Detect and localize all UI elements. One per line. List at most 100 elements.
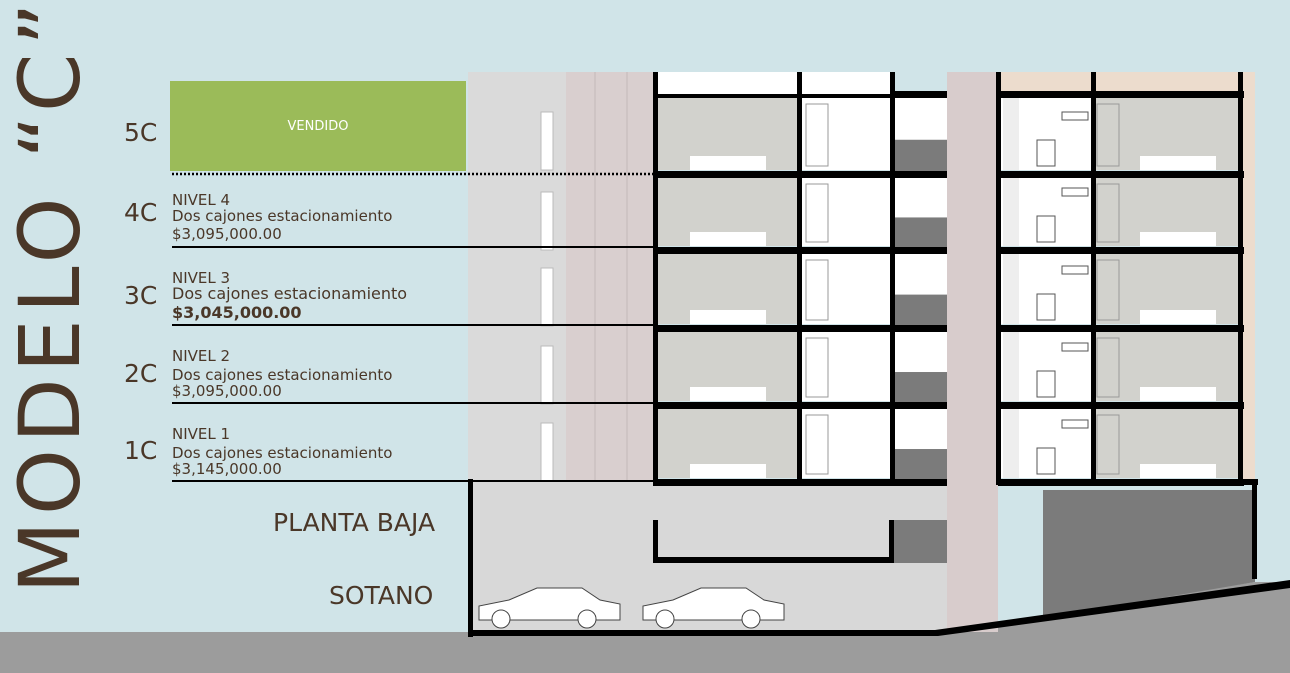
model-title: MODELO “C”: [1, 0, 99, 594]
window-icon: [540, 267, 554, 327]
door-icon: [1096, 414, 1120, 475]
sink-icon: [1061, 111, 1089, 121]
ground-floor-label: PLANTA BAJA: [273, 508, 436, 537]
door-icon: [1096, 337, 1120, 398]
ramp-wall: [1043, 490, 1255, 618]
stair-block: [894, 520, 947, 563]
bed-icon: [690, 232, 766, 246]
ramp-slab: [935, 580, 1290, 636]
unit-info-4c: NIVEL 4 Dos cajones estacionamiento $3,0…: [172, 192, 392, 242]
closet: [800, 254, 893, 324]
parking-label: Dos cajones estacionamiento: [172, 207, 393, 225]
bed-icon: [690, 387, 766, 401]
bath-tile: [1003, 254, 1019, 324]
stair-landing: [893, 372, 947, 405]
unit-code-3c: 3C: [124, 281, 158, 310]
stair-landing: [893, 139, 947, 174]
bath-tile: [1003, 332, 1019, 401]
parking-label: Dos cajones estacionamiento: [172, 366, 393, 384]
door-icon: [805, 414, 829, 475]
toilet-icon: [1036, 370, 1056, 398]
terrain: [0, 582, 1290, 640]
window-icon: [540, 345, 554, 405]
unit-code-2c: 2C: [124, 359, 158, 388]
toilet-icon: [1036, 447, 1056, 475]
column: [890, 72, 895, 482]
bath-tile: [1003, 98, 1019, 170]
facade-pink: [566, 72, 655, 482]
bed-icon: [1140, 387, 1216, 401]
wall: [889, 520, 894, 562]
wall: [468, 479, 473, 637]
column: [1091, 72, 1096, 482]
window-icon: [540, 422, 554, 482]
price-label: $3,145,000.00: [172, 460, 282, 478]
door-icon: [1096, 259, 1120, 321]
bed-icon: [1140, 232, 1216, 246]
price-label: $3,095,000.00: [172, 382, 282, 400]
parking-label: Dos cajones estacionamiento: [172, 284, 408, 303]
column: [1238, 72, 1243, 482]
price-label: $3,095,000.00: [172, 225, 282, 243]
sink-icon: [1061, 265, 1089, 275]
bed-icon: [1140, 310, 1216, 324]
door-icon: [805, 259, 829, 321]
column: [797, 72, 802, 482]
window-icon: [540, 191, 554, 251]
column: [996, 72, 1001, 484]
price-label: $3,045,000.00: [172, 303, 302, 322]
bed-icon: [690, 310, 766, 324]
roof-void: [800, 72, 893, 94]
door-icon: [1096, 183, 1120, 243]
facade-peach: [1240, 94, 1255, 482]
door-icon: [805, 183, 829, 243]
wall: [653, 520, 658, 562]
door-icon: [805, 103, 829, 167]
basement-label: SOTANO: [329, 581, 434, 610]
window-icon: [540, 111, 554, 171]
sold-badge: VENDIDO: [170, 81, 466, 171]
slab: [996, 479, 1258, 485]
slab: [998, 402, 1244, 409]
unit-code-1c: 1C: [124, 436, 158, 465]
column: [653, 72, 658, 482]
car-icon: [642, 587, 785, 629]
door-icon: [1096, 103, 1120, 167]
unit-info-1c: NIVEL 1 Dos cajones estacionamiento $3,1…: [172, 426, 392, 477]
toilet-icon: [1036, 215, 1056, 243]
unit-code-4c: 4C: [124, 198, 158, 227]
unit-info-2c: NIVEL 2 Dos cajones estacionamiento $3,0…: [172, 348, 392, 399]
stair-landing: [893, 449, 947, 482]
door-icon: [805, 337, 829, 398]
level-label: NIVEL 4: [172, 191, 231, 209]
bed-icon: [1140, 156, 1216, 170]
level-label: NIVEL 3: [172, 269, 231, 287]
unit-code-5c: 5C: [124, 118, 158, 147]
wall: [1252, 479, 1257, 579]
ground-texture: [0, 636, 1290, 673]
stair-landing: [893, 294, 947, 328]
roof-peach: [998, 72, 1255, 94]
sink-icon: [1061, 419, 1089, 429]
slab: [653, 557, 894, 563]
slab: [998, 171, 1244, 178]
bed-icon: [1140, 464, 1216, 478]
slab: [998, 247, 1244, 254]
closet: [800, 409, 893, 478]
bath-tile: [1003, 178, 1019, 246]
level-label: NIVEL 2: [172, 347, 231, 365]
slab: [998, 91, 1244, 98]
car-icon: [478, 587, 621, 629]
sink-icon: [1061, 187, 1089, 197]
bath-tile: [1003, 409, 1019, 478]
parking-label: Dos cajones estacionamiento: [172, 444, 393, 462]
bed-icon: [690, 156, 766, 170]
closet: [800, 178, 893, 246]
stair-landing: [893, 217, 947, 250]
slab: [468, 630, 938, 636]
level-label: NIVEL 1: [172, 425, 231, 443]
closet: [800, 332, 893, 401]
slab: [998, 325, 1244, 332]
circulation-core: [947, 72, 998, 632]
